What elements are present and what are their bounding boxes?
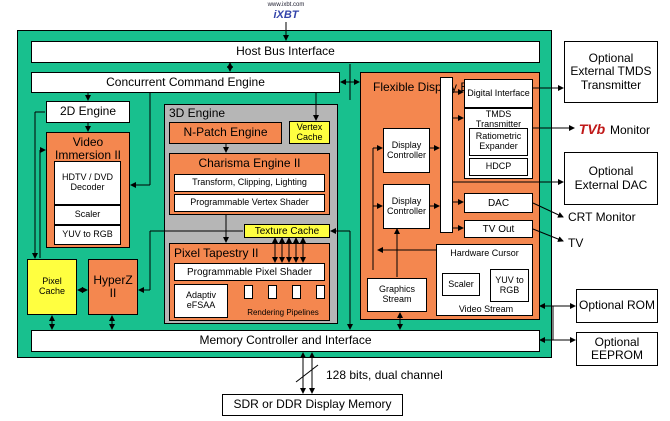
- rendering-pipeline-2: [268, 285, 277, 299]
- display-controller-1: Display Controller: [383, 128, 430, 173]
- hdtv-dvd-decoder: HDTV / DVD Decoder: [54, 161, 121, 205]
- transform-clipping-lighting: Transform, Clipping, Lighting: [174, 174, 325, 192]
- hardware-cursor-label: Hardware Cursor: [450, 248, 519, 258]
- charisma-title: Charisma Engine II: [198, 156, 301, 170]
- concurrent-command-engine: Concurrent Command Engine: [31, 72, 340, 93]
- tv-out: TV Out: [464, 220, 533, 238]
- hyperz-ii: HyperZ II: [88, 259, 138, 315]
- host-bus-interface: Host Bus Interface: [31, 41, 540, 63]
- n-patch-engine: N-Patch Engine: [169, 122, 282, 144]
- optional-external-tmds-transmitter: Optional External TMDS Transmitter: [564, 41, 658, 103]
- monitor-label: Monitor: [610, 123, 651, 138]
- adaptive-fsaa: Adaptiv eFSAA: [174, 284, 228, 318]
- optional-eeprom: Optional EEPROM: [576, 332, 658, 366]
- crt-monitor-label: CRT Monitor: [568, 210, 636, 225]
- graphics-stream: Graphics Stream: [367, 278, 427, 312]
- optional-external-dac: Optional External DAC: [564, 152, 658, 205]
- video-immersion-title: Video Immersion II: [54, 135, 121, 163]
- vertex-cache: Vertex Cache: [289, 121, 330, 144]
- monitor-logo-icon: TVb: [578, 121, 606, 138]
- site-url: www.ixbt.com: [267, 1, 305, 8]
- programmable-vertex-shader: Programmable Vertex Shader: [174, 194, 325, 212]
- texture-cache: Texture Cache: [244, 224, 330, 238]
- tmds-transmitter-label: TMDS Transmitter: [475, 109, 522, 129]
- optional-rom: Optional ROM: [576, 289, 658, 323]
- memory-controller-interface: Memory Controller and Interface: [31, 330, 540, 352]
- 2d-engine: 2D Engine: [46, 101, 130, 123]
- video-stream-label: Video Stream: [458, 303, 514, 314]
- hdcp: HDCP: [469, 158, 528, 176]
- rendering-pipeline-3: [292, 285, 301, 299]
- rendering-pipeline-4: [316, 285, 325, 299]
- programmable-pixel-shader: Programmable Pixel Shader: [174, 263, 325, 281]
- digital-interface: Digital Interface: [464, 79, 533, 108]
- display-memory: SDR or DDR Display Memory: [222, 394, 403, 416]
- yuv-to-rgb-display: YUV to RGB: [490, 269, 529, 302]
- rendering-pipeline-1: [244, 285, 253, 299]
- scaler-video: Scaler: [54, 205, 121, 225]
- ratiometric-expander: Ratiometric Expander: [469, 128, 528, 156]
- display-switch-bus: [440, 77, 453, 233]
- yuv-to-rgb-video: YUV to RGB: [54, 225, 121, 245]
- scaler-display: Scaler: [442, 273, 480, 296]
- dac: DAC: [464, 193, 533, 213]
- pixel-cache: Pixel Cache: [27, 259, 77, 315]
- site-logo: iXBT: [273, 9, 299, 22]
- rendering-pipelines-label: Rendering Pipelines: [247, 307, 319, 317]
- display-controller-2: Display Controller: [383, 184, 430, 229]
- memory-bus-label: 128 bits, dual channel: [326, 368, 443, 383]
- tv-label: TV: [568, 236, 584, 251]
